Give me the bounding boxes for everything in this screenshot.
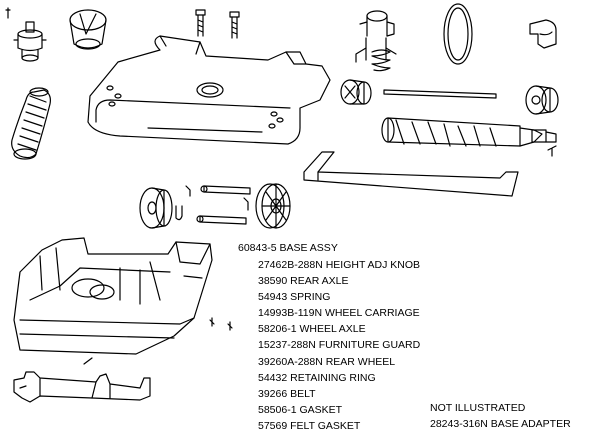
base-tray-screws-part <box>83 317 233 365</box>
furniture-guard-part <box>303 151 519 197</box>
assembly-title: 60843-5 BASE ASSY <box>238 242 338 254</box>
part-item: 54432 RETAINING RING <box>258 371 376 384</box>
part-item: 54943 SPRING <box>258 291 331 304</box>
height-adjust-knob-part <box>69 9 107 50</box>
rear-axle-part <box>383 89 497 99</box>
small-screw-part <box>547 145 557 157</box>
hose-connector-part <box>13 21 47 62</box>
wheel-carriage-part <box>355 10 397 63</box>
part-item: 15237-288N FURNITURE GUARD <box>258 339 421 352</box>
screw-parts <box>195 9 240 39</box>
brushroll-end-cap-part <box>525 85 559 115</box>
part-item: 14993B-119N WHEEL CARRIAGE <box>258 307 420 320</box>
part-item: 27462B-288N HEIGHT ADJ KNOB <box>258 259 421 271</box>
base-cover-part <box>87 35 331 145</box>
height-bracket-part <box>13 371 151 403</box>
rear-wheel-right-part <box>255 183 291 229</box>
brush-roll-part <box>381 117 557 147</box>
parts-list: 27462B-288N HEIGHT ADJ KNOB 38590 REAR A… <box>258 257 420 434</box>
wheel-axle-parts <box>196 185 251 225</box>
rear-wheel-left-part <box>139 187 173 229</box>
base-tray-part <box>13 237 213 355</box>
furniture-guard-clip-part <box>529 19 557 49</box>
gasket-roller-part <box>340 79 372 105</box>
part-item: 38590 REAR AXLE <box>258 275 349 288</box>
part-item: 58506-1 GASKET <box>258 403 343 416</box>
not-illustrated-heading: NOT ILLUSTRATED <box>430 402 526 414</box>
small-pin-part <box>5 7 11 19</box>
part-item: 39266 BELT <box>258 387 316 400</box>
spring-part <box>371 49 391 72</box>
not-illustrated-part: 28243-316N BASE ADAPTER <box>430 418 571 430</box>
retaining-ring-parts <box>175 185 249 221</box>
belt-part <box>443 3 473 65</box>
part-item: 57569 FELT GASKET <box>258 419 361 432</box>
hose-part <box>11 87 51 160</box>
part-item: 39260A-288N REAR WHEEL <box>258 355 396 368</box>
part-item: 58206-1 WHEEL AXLE <box>258 323 366 336</box>
